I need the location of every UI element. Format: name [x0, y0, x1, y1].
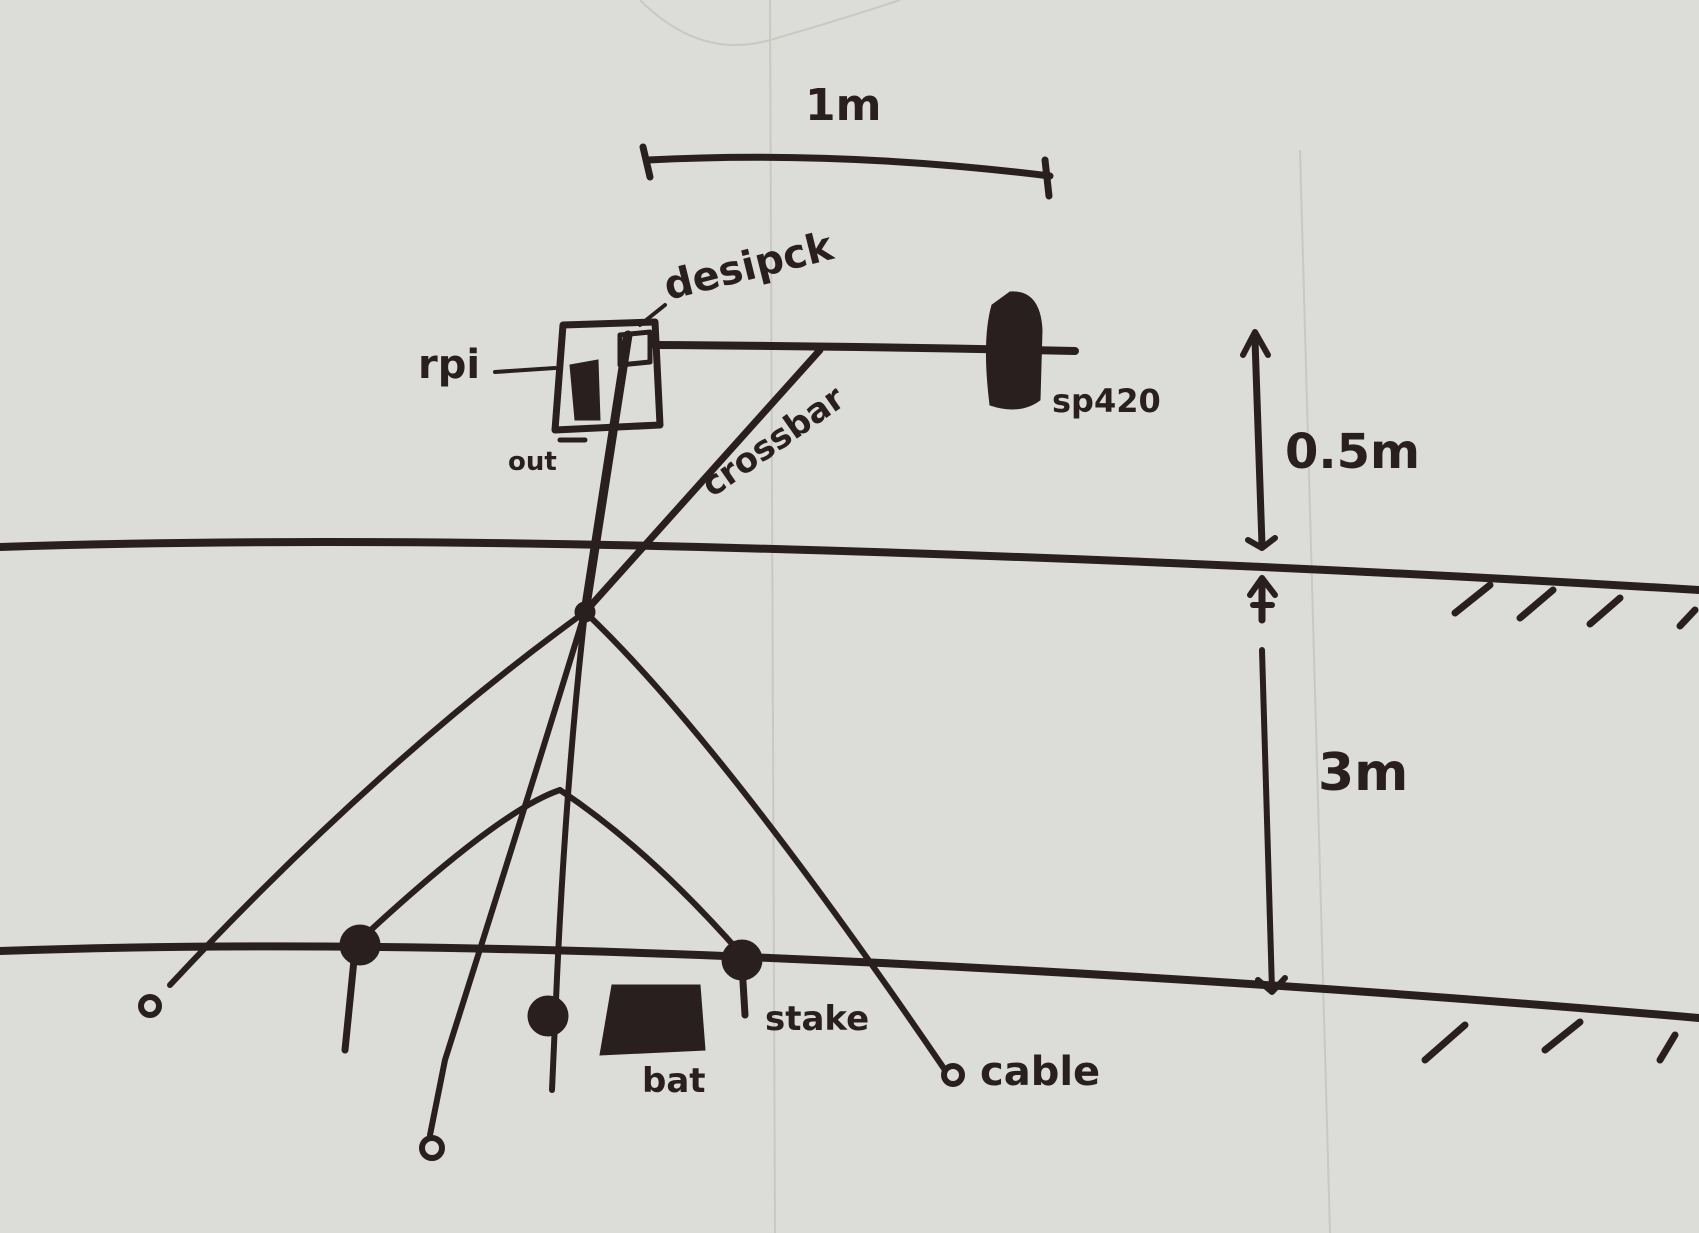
- rpi-leader-line: [493, 366, 557, 374]
- battery-label: bat: [642, 1061, 706, 1101]
- width-scale-bar: [639, 143, 1054, 200]
- anchor-bottom: [419, 1135, 445, 1161]
- mast-height-dimension: [1240, 329, 1278, 551]
- out-label: out: [508, 447, 557, 477]
- paper-fold-curve: [639, 0, 901, 46]
- guy-wires: [167, 609, 948, 1138]
- logger-box: [551, 318, 664, 443]
- height-dimension: [1247, 575, 1288, 995]
- mast-height-label: 0.5m: [1285, 424, 1420, 480]
- rpi-label: rpi: [418, 342, 480, 388]
- stake-center: [527, 995, 569, 1037]
- stake-label: stake: [765, 999, 869, 1039]
- upper-ground-line: [0, 538, 1699, 630]
- stake-right: [721, 939, 763, 1019]
- battery: [599, 984, 706, 1056]
- sp420-sensor: [985, 291, 1043, 410]
- cable-anchor: [941, 1063, 965, 1087]
- crossbar: [581, 346, 824, 616]
- paper-faint-line: [1299, 149, 1331, 1233]
- anchor-left: [138, 994, 162, 1018]
- sensor-label: sp420: [1052, 382, 1161, 420]
- despik-leader-line: [638, 303, 667, 327]
- paper-fold-line: [769, 0, 776, 1233]
- width-label: 1m: [805, 80, 881, 131]
- cable-label: cable: [980, 1049, 1100, 1095]
- height-label: 3m: [1318, 743, 1408, 803]
- stake-left: [339, 924, 381, 1054]
- mast: [580, 330, 633, 617]
